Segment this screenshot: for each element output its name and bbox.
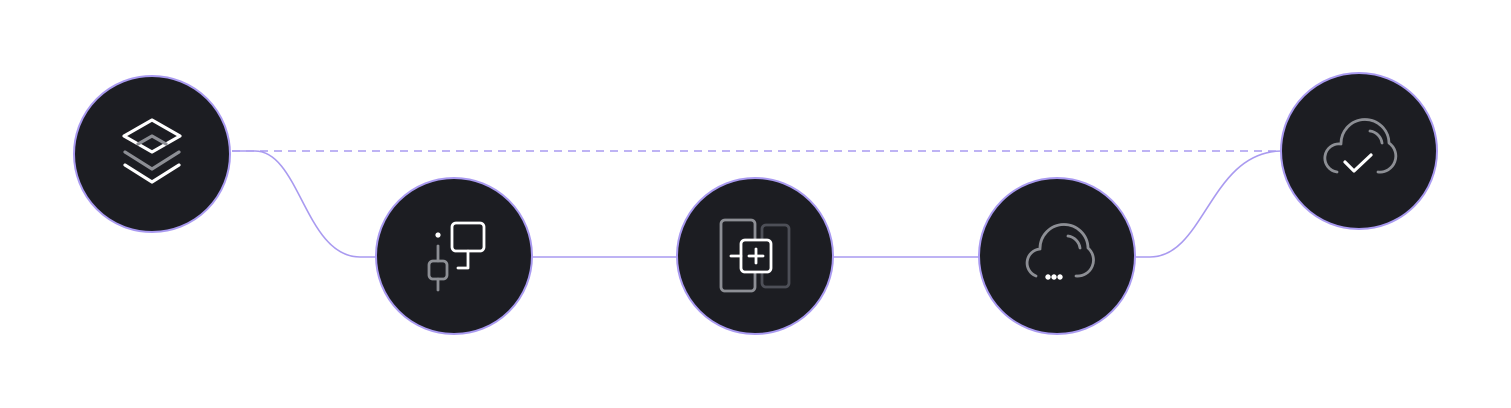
add-device-icon [719, 218, 791, 293]
node-connect [375, 177, 533, 335]
node-cloud-done [1280, 72, 1438, 230]
cloud-check-icon [1323, 118, 1398, 174]
layers-icon [122, 118, 182, 184]
node-add-device [676, 177, 834, 335]
node-connect-icon [427, 221, 486, 292]
node-layers [73, 75, 231, 233]
node-cloud-pending [978, 177, 1136, 335]
cloud-pending-icon [1025, 223, 1095, 280]
